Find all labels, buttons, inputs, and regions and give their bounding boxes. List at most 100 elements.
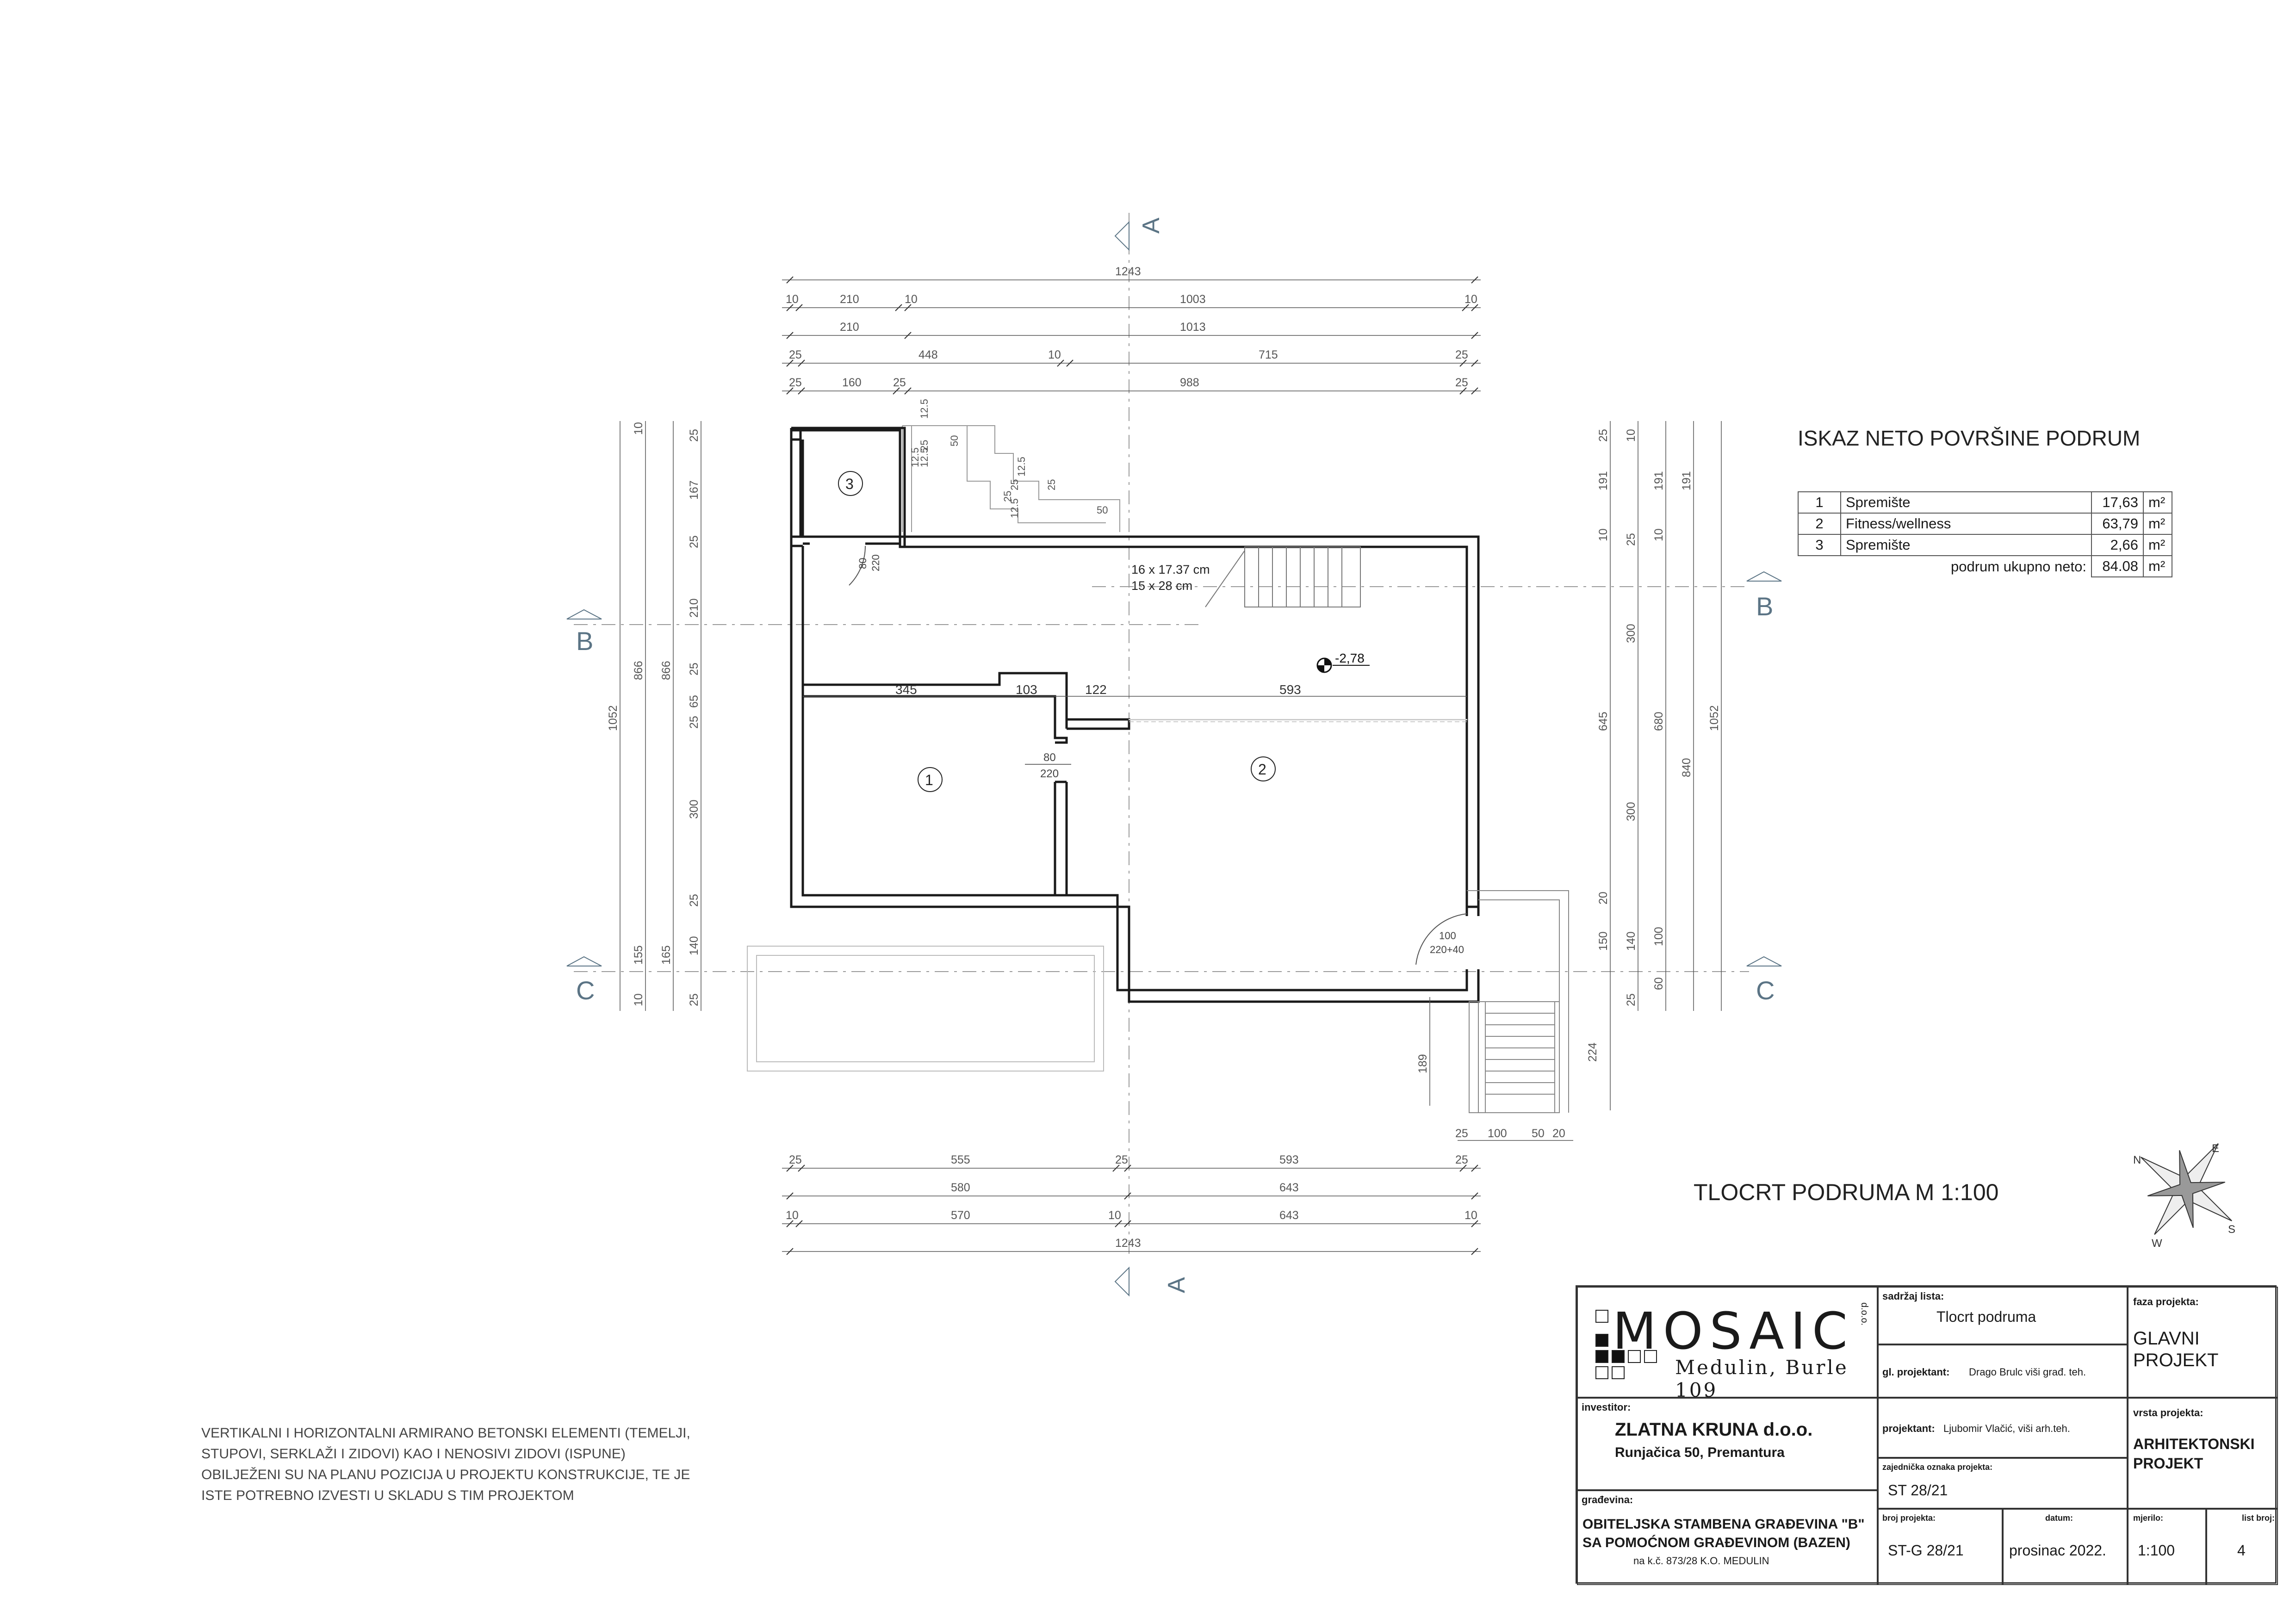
step-dim-4: 50 (949, 435, 960, 446)
investor-cell: investitor: ZLATNA KRUNA d.o.o. Runjačic… (1577, 1398, 1878, 1490)
stair-dim-3: 20 (1552, 1127, 1565, 1140)
top-dim-r4-0: 25 (789, 348, 802, 361)
top-dimension-lines (782, 279, 1481, 391)
table-row-total: podrum ukupno neto: 84.08 m² (1798, 555, 2172, 577)
sheet-label: list broj: (2242, 1513, 2275, 1523)
area-row-1-name: Spremište (1840, 491, 2092, 514)
step-dim-11: 50 (1097, 504, 1108, 516)
investor-address: Runjačica 50, Premantura (1615, 1445, 1785, 1460)
right-dim-c1-6: 150 (1597, 931, 1610, 951)
north-arrow-icon (2140, 1143, 2233, 1235)
bottom-dimension-labels: 25 555 25 593 25 580 643 10 570 10 643 1… (786, 1127, 1565, 1250)
right-dim-c2-2: 300 (1625, 802, 1638, 821)
common-mark-value: ST 28/21 (1888, 1482, 1948, 1499)
elevation-marker (1316, 657, 1370, 673)
top-dim-r5-0: 25 (789, 376, 802, 389)
area-row-1-value: 17,63 (2091, 491, 2144, 514)
logo-square-icon (1595, 1310, 1608, 1323)
door-label-ext-a: 100 (1439, 930, 1456, 942)
bottom-dim-r2-1: 643 (1279, 1181, 1299, 1194)
top-dim-r2-2: 10 (905, 293, 918, 306)
designer-cell: projektant: Ljubomir Vlačić, viši arh.te… (1878, 1398, 2128, 1458)
company-doo: d.o.o. (1859, 1302, 1869, 1326)
project-type-cell: vrsta projekta: ARHITEKTONSKI PROJEKT (2128, 1398, 2278, 1509)
date-value: prosinac 2022. (2009, 1542, 2106, 1559)
area-total-unit: m² (2143, 555, 2172, 577)
right-dim-c1-4: 645 (1597, 712, 1610, 731)
date-cell: datum: prosinac 2022. (2003, 1509, 2128, 1585)
top-dim-r4-2: 10 (1048, 348, 1061, 361)
area-total-value: 84.08 (2091, 555, 2144, 577)
door-swings (849, 545, 1467, 965)
chief-designer-value: Drago Brulc viši građ. teh. (1969, 1366, 2086, 1378)
room-markers (838, 471, 1276, 792)
sheet-value: 4 (2237, 1542, 2246, 1559)
top-dimension-ticks (786, 276, 1478, 395)
external-stair (1467, 890, 1569, 1113)
left-dim-c4-10: 25 (688, 993, 701, 1006)
section-a-top: A (1138, 217, 1165, 234)
left-dim-c4-2: 25 (688, 535, 701, 548)
area-row-3-no: 3 (1798, 534, 1841, 556)
bottom-dimension-lines (782, 1140, 1573, 1252)
stair-dim-2: 50 (1532, 1127, 1545, 1140)
left-dim-c2-2: 155 (632, 945, 645, 965)
right-dim-c4-1: 840 (1680, 758, 1693, 777)
project-type-label: vrsta projekta: (2133, 1407, 2203, 1419)
stair-outline-right (1129, 719, 1467, 720)
room-number-1: 1 (925, 772, 933, 788)
table-row: 3 Spremište 2,66 m² (1798, 534, 2172, 556)
phase-value-1: GLAVNI (2133, 1328, 2200, 1349)
compass-n: N (2133, 1154, 2141, 1166)
table-row: 1 Spremište 17,63 m² (1798, 491, 2172, 514)
stair-dim-1: 100 (1488, 1127, 1507, 1140)
left-dim-c2-1: 866 (632, 661, 645, 680)
left-dim-c4-3: 210 (688, 598, 701, 618)
right-dim-c1-0: 25 (1597, 429, 1610, 442)
bottom-dim-r1-1: 555 (951, 1153, 970, 1166)
building-line-3: na k.č. 873/28 K.O. MEDULIN (1633, 1555, 1769, 1567)
area-row-2-unit: m² (2143, 513, 2172, 535)
scale-value: 1:100 (2138, 1542, 2175, 1559)
sheet-cell: list broj: 4 (2206, 1509, 2278, 1585)
step-dims: 12.5 25 12.5 50 12.5 25 12.5 25 12.5 25 … (909, 399, 1108, 518)
right-dim-c1-3: 10 (1597, 528, 1610, 541)
left-dim-c4-0: 25 (688, 429, 701, 442)
logo-square-icon (1612, 1366, 1625, 1379)
area-row-3-value: 2,66 (2091, 534, 2144, 556)
logo-square-icon (1644, 1350, 1657, 1363)
right-dim-c1-2: 25 (1625, 533, 1638, 546)
step-dim-6: 25 (1009, 479, 1020, 490)
top-dimension-labels: 1243 10 210 10 1003 10 210 1013 25 448 1… (786, 265, 1477, 389)
top-dim-r4-1: 448 (918, 348, 938, 361)
designer-value: Ljubomir Vlačić, viši arh.teh. (1943, 1423, 2070, 1434)
phase-value-2: PROJEKT (2133, 1350, 2219, 1370)
scale-cell: mjerilo: 1:100 (2128, 1509, 2206, 1585)
building-line-1: OBITELJSKA STAMBENA GRAĐEVINA "B" (1582, 1517, 1865, 1532)
door-label-3b: 220 (870, 554, 881, 571)
section-b-right: B (1756, 592, 1773, 621)
top-dim-r5-3: 988 (1180, 376, 1199, 389)
left-dim-c4-8: 25 (688, 894, 701, 907)
phase-cell: faza projekta: GLAVNI PROJEKT (2128, 1287, 2278, 1398)
left-dim-c3-1: 165 (660, 945, 673, 965)
elevation-label: -2,78 (1335, 651, 1365, 665)
bottom-dim-r1-0: 25 (789, 1153, 802, 1166)
left-dim-c3-0: 866 (660, 661, 673, 680)
right-dim-c1-5: 20 (1597, 892, 1610, 904)
door-label-ext-b: 220+40 (1430, 944, 1464, 955)
top-dim-r4-4: 25 (1455, 348, 1468, 361)
left-dim-c1-0: 1052 (607, 705, 620, 731)
inner-walls (803, 542, 1478, 908)
room-number-3: 3 (845, 476, 854, 492)
company-logo: MOSAIC (1613, 1301, 1854, 1361)
step-dim-1: 12.5 (918, 399, 930, 419)
bottom-dim-r3-2: 10 (1108, 1209, 1121, 1222)
area-row-2-value: 63,79 (2091, 513, 2144, 535)
designer-label: projektant: (1882, 1423, 1935, 1434)
bottom-dim-r1-2: 25 (1115, 1153, 1128, 1166)
project-type-value-1: ARHITEKTONSKI (2133, 1436, 2255, 1452)
bottom-dim-r4-0: 1243 (1115, 1237, 1141, 1250)
compass-w: W (2152, 1237, 2162, 1250)
area-table: 1 Spremište 17,63 m² 2 Fitness/wellness … (1798, 491, 2172, 577)
